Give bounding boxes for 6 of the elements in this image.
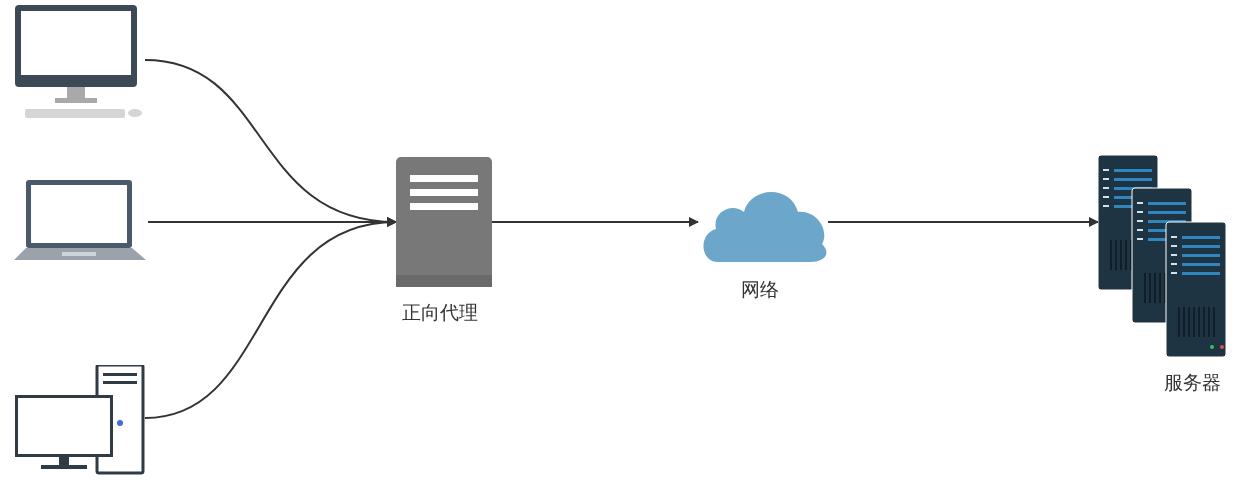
arrow [491,217,699,227]
arrow [144,218,397,419]
arrow [827,217,1099,227]
node-label: 网络 [741,277,779,302]
node-label: 正向代理 [402,300,478,325]
node-label: 服务器 [1164,370,1221,395]
